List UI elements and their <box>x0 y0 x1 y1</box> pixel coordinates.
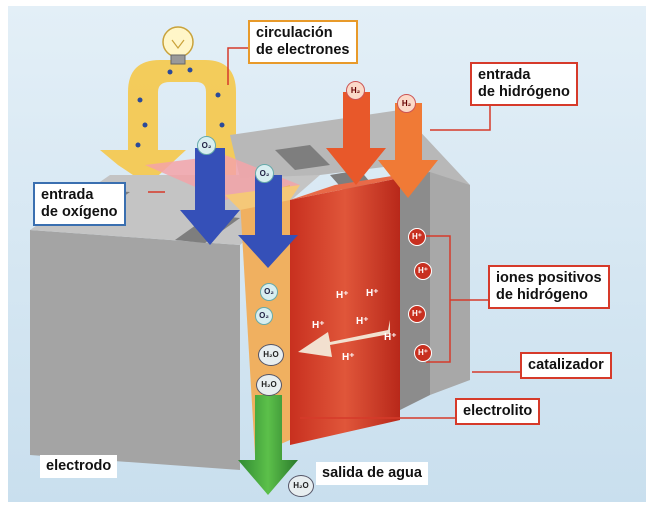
ion-h-mid-3: H⁺ <box>312 320 325 331</box>
molecule-h2-1: H₂ <box>346 81 365 100</box>
label-electrolito-text: electrolito <box>463 403 533 419</box>
label-entrada-h-line2: de hidrógeno <box>478 84 570 100</box>
label-salida-agua: salida de agua <box>316 462 428 485</box>
label-circulacion-line1: circulación <box>256 25 333 41</box>
ion-h-mid-1: H⁺ <box>336 290 349 301</box>
molecule-h2o-3: H₂O <box>288 475 314 497</box>
ion-h-mid-5: H⁺ <box>384 332 397 343</box>
label-electrodo: electrodo <box>40 455 118 478</box>
label-electrolito: electrolito <box>455 398 541 425</box>
molecule-h2-2: H₂ <box>397 94 416 113</box>
label-entrada-o-line2: de oxígeno <box>41 204 118 220</box>
ion-h-mid-4: H⁺ <box>356 316 369 327</box>
label-catalizador-text: catalizador <box>528 357 604 373</box>
label-circulacion-electrones: circulación de electrones <box>248 20 358 64</box>
ion-h-right-1: H⁺ <box>408 228 426 246</box>
right-electrode <box>400 172 430 410</box>
label-electrodo-text: electrodo <box>46 458 112 474</box>
ion-h-mid-2: H⁺ <box>366 288 379 299</box>
label-iones-positivos: iones positivos de hidrógeno <box>488 265 610 309</box>
ion-h-right-3: H⁺ <box>408 305 426 323</box>
label-entrada-hidrogeno: entrada de hidrógeno <box>470 62 578 106</box>
label-catalizador: catalizador <box>520 352 612 379</box>
molecule-h2o-2: H₂O <box>256 374 282 396</box>
light-bulb-icon <box>162 26 194 65</box>
label-salida-agua-text: salida de agua <box>322 465 422 481</box>
molecule-o2-4: O₂ <box>255 307 273 325</box>
ion-h-right-4: H⁺ <box>414 344 432 362</box>
molecule-o2-1: O₂ <box>197 136 216 155</box>
water-arrow <box>238 395 298 495</box>
label-entrada-oxigeno: entrada de oxígeno <box>33 182 126 226</box>
label-entrada-o-line1: entrada <box>41 187 94 203</box>
label-iones-line1: iones positivos <box>496 270 602 286</box>
label-circulacion-line2: de electrones <box>256 42 350 58</box>
label-entrada-h-line1: entrada <box>478 67 531 83</box>
ion-h-right-2: H⁺ <box>414 262 432 280</box>
ion-h-mid-6: H⁺ <box>342 352 355 363</box>
molecule-o2-2: O₂ <box>255 164 274 183</box>
oxygen-arrows <box>180 148 298 268</box>
molecule-o2-3: O₂ <box>260 283 278 301</box>
proton-flow-arrow <box>298 320 390 357</box>
label-iones-line2: de hidrógeno <box>496 287 588 303</box>
hydrogen-arrows <box>326 92 438 198</box>
molecule-h2o-1: H₂O <box>258 344 284 366</box>
